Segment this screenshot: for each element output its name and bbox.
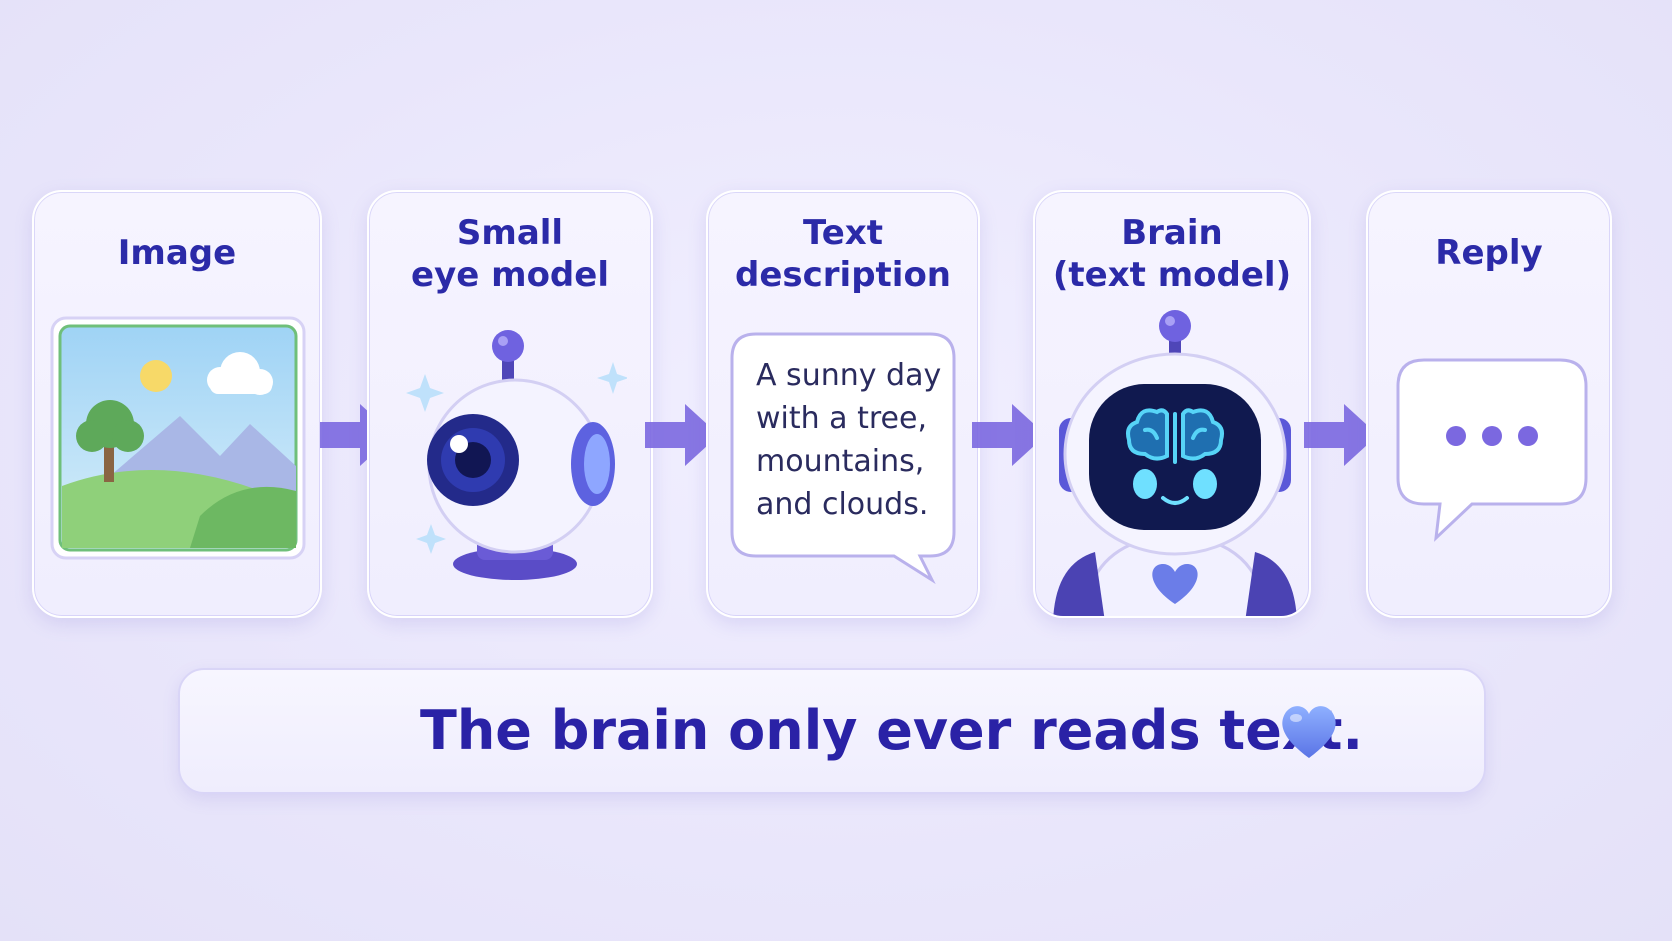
step-title-text-description: Text description bbox=[734, 213, 952, 295]
step-card-eye-model: Small eye model bbox=[367, 190, 653, 618]
step-card-reply: Reply bbox=[1366, 190, 1612, 618]
arrow-right-icon bbox=[970, 400, 1050, 470]
landscape-icon bbox=[50, 316, 306, 560]
step-title-reply: Reply bbox=[1435, 233, 1543, 273]
step-card-text-description: Text description A sunny day with a tree… bbox=[706, 190, 980, 618]
step-title-brain: Brain (text model) bbox=[1052, 213, 1292, 295]
caption-bar: The brain only ever reads text. bbox=[178, 668, 1486, 794]
step-title-eye-model: Small eye model bbox=[411, 213, 609, 295]
arrow-right-icon bbox=[1302, 400, 1382, 470]
reply-bubble-icon bbox=[1394, 358, 1590, 544]
heart-icon bbox=[1276, 700, 1342, 762]
speech-bubble-icon bbox=[728, 332, 958, 588]
step-title-image: Image bbox=[117, 233, 237, 273]
step-card-image: Image bbox=[32, 190, 322, 618]
brain-robot-icon bbox=[1045, 302, 1305, 616]
description-text: A sunny day with a tree, mountains, and … bbox=[756, 358, 942, 522]
step-card-brain: Brain (text model) bbox=[1033, 190, 1311, 618]
caption-text: The brain only ever reads text. bbox=[420, 699, 1363, 762]
eye-robot-icon bbox=[397, 324, 627, 594]
arrow-right-icon bbox=[643, 400, 723, 470]
